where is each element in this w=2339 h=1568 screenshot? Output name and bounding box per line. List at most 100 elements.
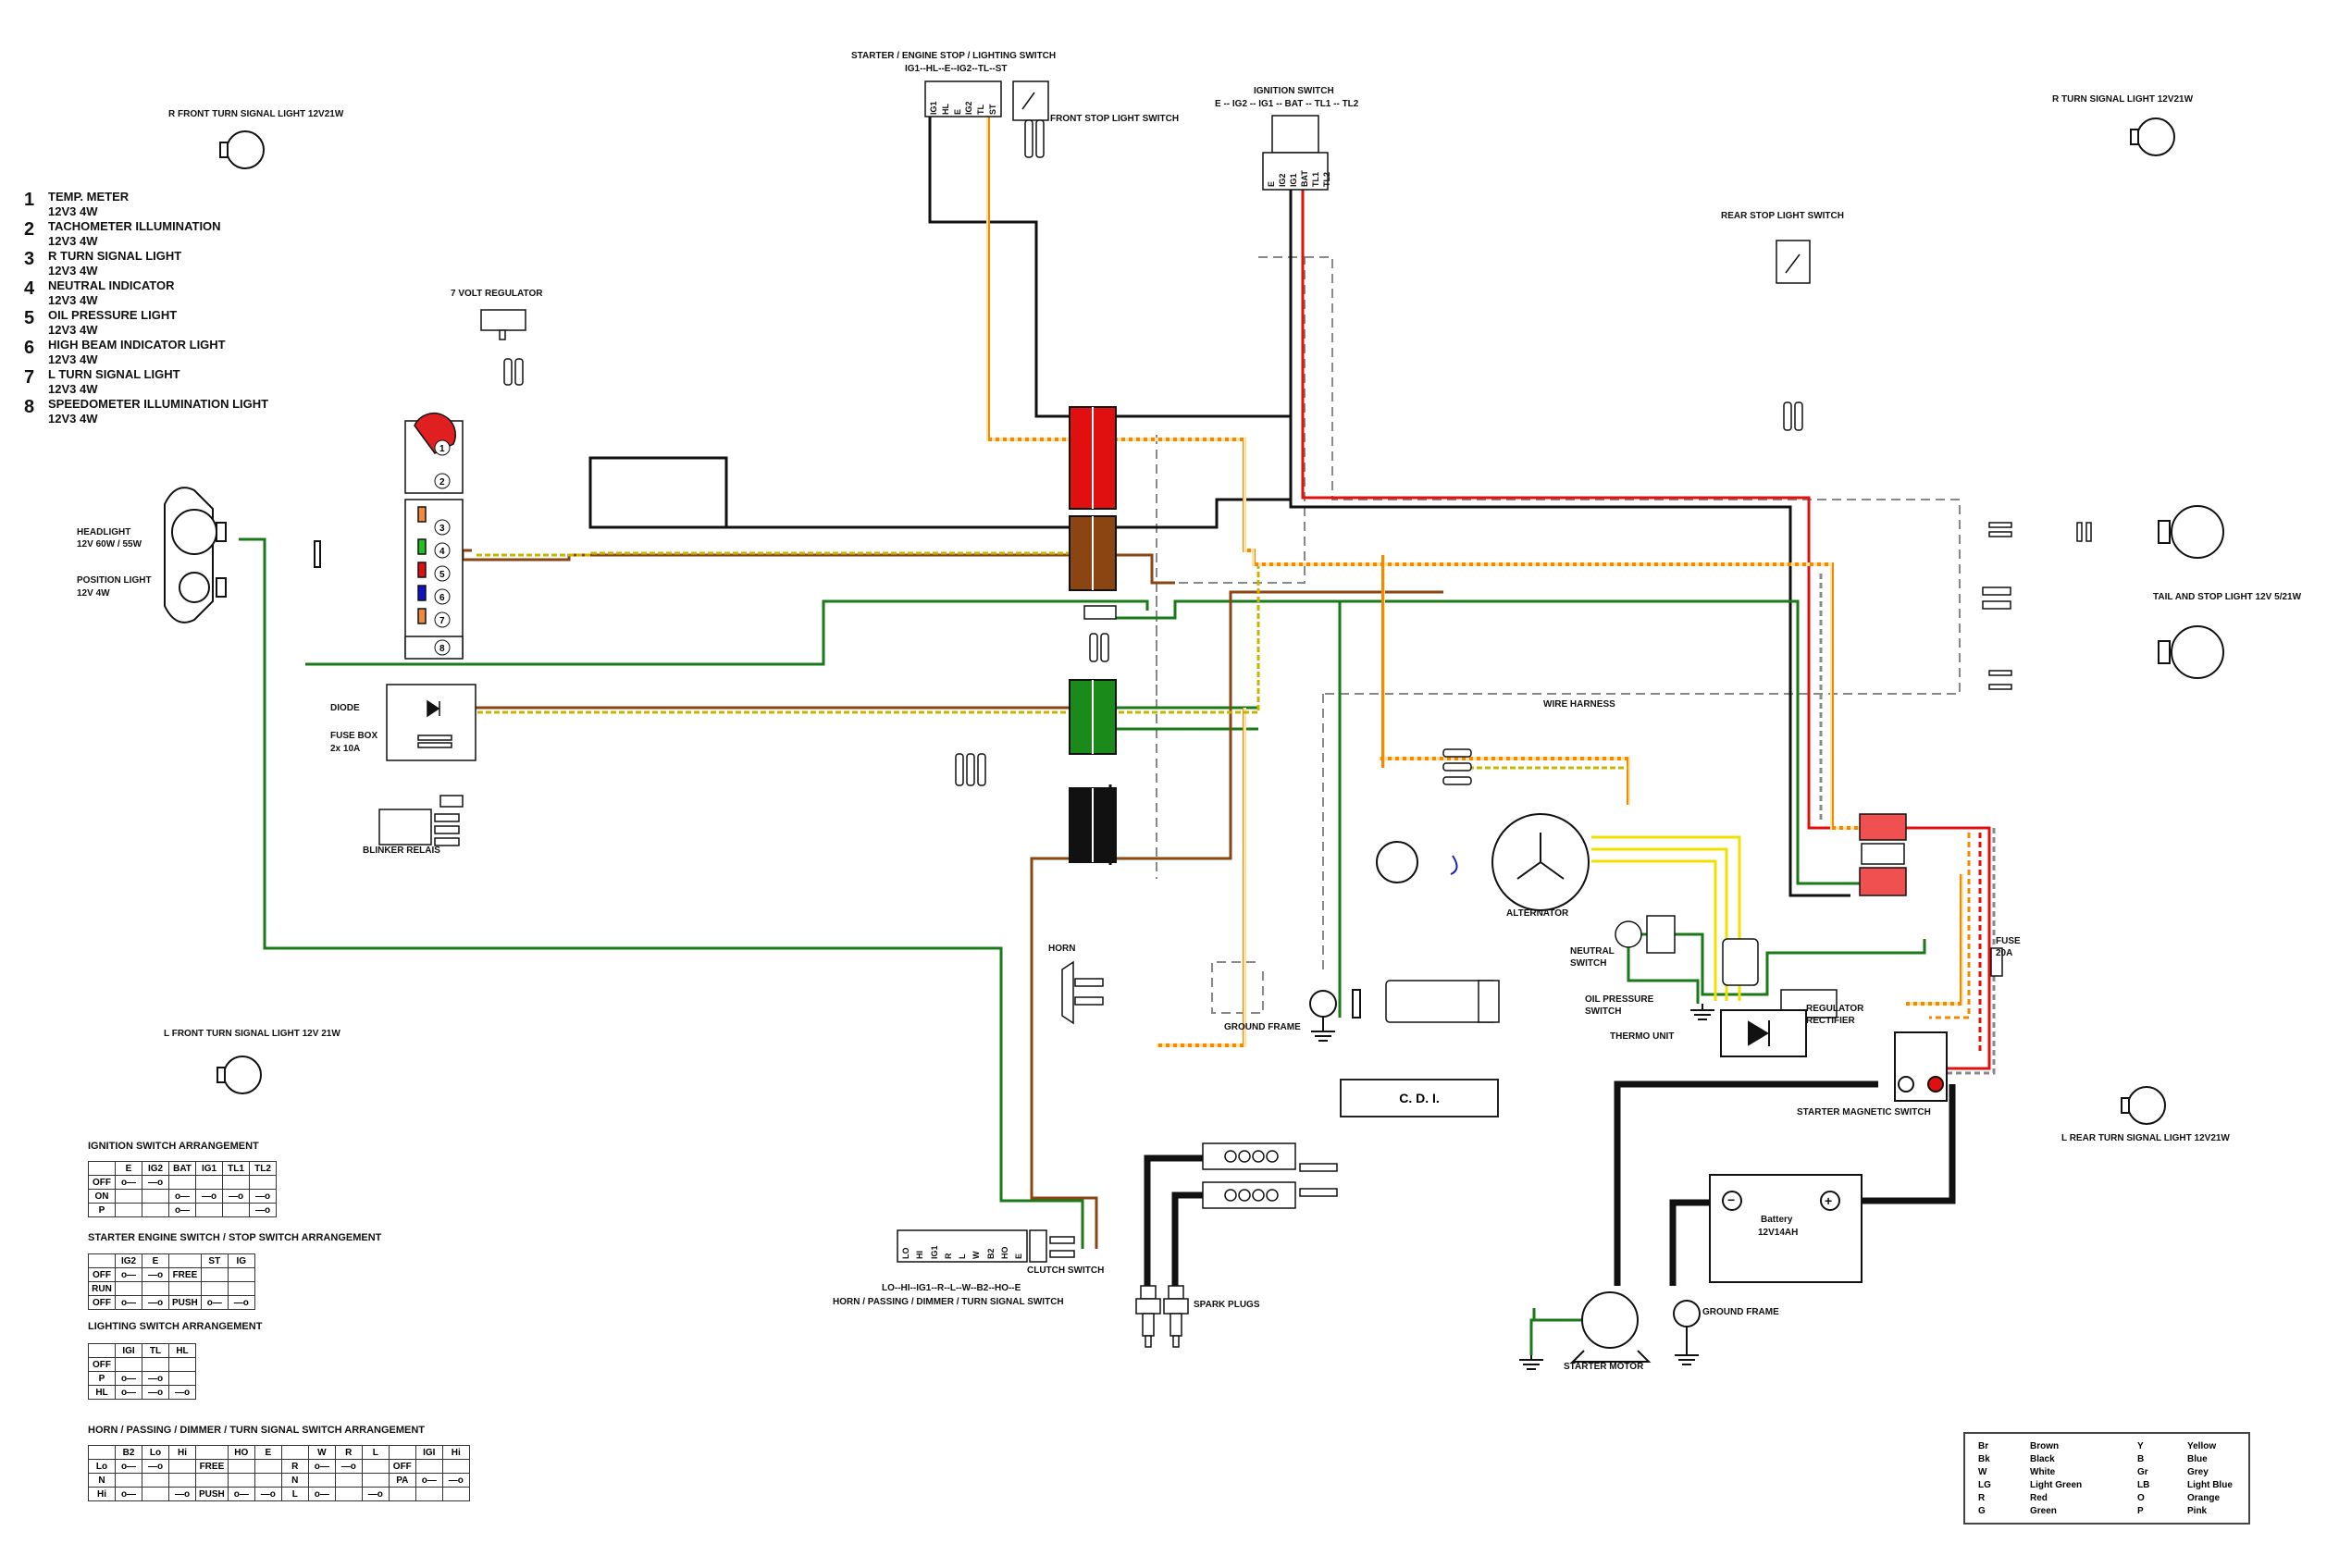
label-fuse: FUSE	[1996, 936, 2021, 946]
legend-name-5: OIL PRESSURE LIGHT	[48, 308, 178, 322]
red-wires	[1301, 157, 1991, 1070]
label-headlight-spec: 12V 60W / 55W	[77, 539, 142, 549]
black-power-cables	[1144, 1080, 1956, 1286]
hn-head-1: B2	[115, 1445, 142, 1460]
legend-spec-4: 12V3 4W	[48, 293, 98, 307]
legend-spec-2: 12V3 4W	[48, 234, 98, 248]
ignition-coils	[1202, 1142, 1338, 1209]
st-row-2: OFF	[88, 1295, 116, 1310]
starter-pin-e: E	[952, 108, 962, 115]
st-row-1: RUN	[88, 1281, 116, 1296]
ck-name-3a: Light Green	[2030, 1480, 2083, 1490]
starter-pin-ig2: IG2	[964, 101, 974, 115]
label-front-stop: FRONT STOP LIGHT SWITCH	[1050, 114, 1180, 124]
ground-symbols	[1309, 989, 1714, 1370]
legend-name-1: TEMP. METER	[48, 190, 130, 204]
st-head-0	[88, 1253, 116, 1268]
ck-name-3b: Light Blue	[2187, 1480, 2233, 1490]
legend-name-7: L TURN SIGNAL LIGHT	[48, 367, 180, 381]
battery: − +	[1709, 1174, 1863, 1283]
horn-icon	[1061, 960, 1104, 1025]
lt-head-3: HL	[168, 1343, 196, 1358]
ignition-arrangement-title: IGNITION SWITCH ARRANGEMENT	[88, 1141, 259, 1152]
lighting-arrangement-title: LIGHTING SWITCH ARRANGEMENT	[88, 1321, 263, 1332]
legend-spec-8: 12V3 4W	[48, 412, 98, 426]
green-wires	[239, 537, 1926, 1355]
label-oil-switch: OIL PRESSURE	[1585, 994, 1654, 1005]
legend-name-2: TACHOMETER ILLUMINATION	[48, 219, 221, 233]
rear-small-connectors	[1783, 401, 2092, 690]
st-push: PUSH	[168, 1295, 202, 1310]
horn-pin-l: L	[958, 1253, 967, 1260]
legend-num-8: 8	[24, 397, 35, 417]
starter-pin-st: ST	[987, 104, 997, 115]
ck-name-4b: Orange	[2187, 1493, 2221, 1503]
hn-right-row-0: R	[280, 1459, 309, 1474]
black-wires	[588, 109, 1850, 897]
legend-spec-7: 12V3 4W	[48, 382, 98, 396]
small-pin-connectors	[955, 605, 1472, 786]
ign-row-0: OFF	[88, 1175, 116, 1190]
rear-connector-wires	[1819, 574, 1996, 1075]
diode-fusebox	[386, 684, 476, 761]
label-ignition-switch: IGNITION SWITCH	[1254, 86, 1334, 96]
svg-text:2: 2	[439, 477, 445, 488]
svg-text:6: 6	[439, 593, 445, 603]
lt-head-0	[88, 1343, 116, 1358]
label-battery-spec: 12V14AH	[1758, 1228, 1799, 1238]
label-position-spec: 12V 4W	[77, 588, 110, 599]
ck-code-5a: G	[1978, 1506, 1986, 1516]
ck-code-2a: W	[1978, 1467, 1987, 1477]
label-r-turn: R TURN SIGNAL LIGHT 12V21W	[2052, 94, 2194, 105]
starter-motor	[1570, 1291, 1652, 1363]
svg-text:3: 3	[439, 524, 445, 534]
hn-right-row-1: N	[280, 1473, 309, 1488]
headlight	[164, 487, 321, 623]
hn-head-8: W	[307, 1445, 336, 1460]
starter-pin-ig1: IG1	[929, 101, 938, 115]
label-wire-harness: WIRE HARNESS	[1543, 699, 1615, 710]
hn-head-7	[280, 1445, 309, 1460]
rear-harness-connectors	[1859, 813, 1907, 896]
label-l-rear-turn: L REAR TURN SIGNAL LIGHT 12V21W	[2061, 1133, 2230, 1143]
label-reg-rect: REGULATOR	[1806, 1004, 1864, 1014]
ign-head-1: E	[115, 1161, 142, 1176]
label-alternator: ALTERNATOR	[1506, 908, 1569, 919]
starter-arrangement-title: STARTER ENGINE SWITCH / STOP SWITCH ARRA…	[88, 1232, 382, 1243]
st-head-1: IG2	[115, 1253, 142, 1268]
ign-head-6: TL2	[249, 1161, 277, 1176]
hn-head-2: Lo	[142, 1445, 169, 1460]
starter-pin-hl: HL	[940, 104, 950, 115]
hn-right2-1: PA	[388, 1473, 416, 1488]
starter-pin-labels: IG1 HL E IG2 TL ST	[928, 85, 998, 115]
legend-spec-1: 12V3 4W	[48, 204, 98, 218]
lt-row-0: OFF	[88, 1357, 116, 1372]
hn-row-2: Hi	[88, 1487, 116, 1501]
hn-head-0	[88, 1445, 116, 1460]
ck-name-5b: Pink	[2187, 1506, 2208, 1516]
ignition-pin-tl2: TL2	[1322, 171, 1331, 187]
horn-arrangement-title: HORN / PASSING / DIMMER / TURN SIGNAL SW…	[88, 1425, 426, 1436]
ign-head-5: TL1	[222, 1161, 250, 1176]
ck-name-1a: Black	[2030, 1454, 2055, 1464]
hn-head-10: L	[361, 1445, 390, 1460]
st-head-4: ST	[200, 1253, 229, 1268]
legend-spec-6: 12V3 4W	[48, 352, 98, 366]
hn-head-4	[195, 1445, 229, 1460]
hn-head-12: IGI	[415, 1445, 443, 1460]
hn-right2-0: OFF	[388, 1459, 416, 1474]
ck-name-2b: Grey	[2187, 1467, 2209, 1477]
alternator	[1376, 813, 1590, 911]
horn-pin-e: E	[1014, 1253, 1023, 1259]
seven-volt-regulator-icon	[480, 309, 526, 386]
label-ground-frame-2: GROUND FRAME	[1702, 1307, 1779, 1317]
label-battery: Battery	[1761, 1215, 1793, 1225]
st-head-3	[168, 1253, 202, 1268]
connector-green	[1069, 679, 1117, 755]
legend-name-8: SPEEDOMETER ILLUMINATION LIGHT	[48, 397, 269, 411]
rear-stop-switch-icon	[1776, 240, 1811, 284]
